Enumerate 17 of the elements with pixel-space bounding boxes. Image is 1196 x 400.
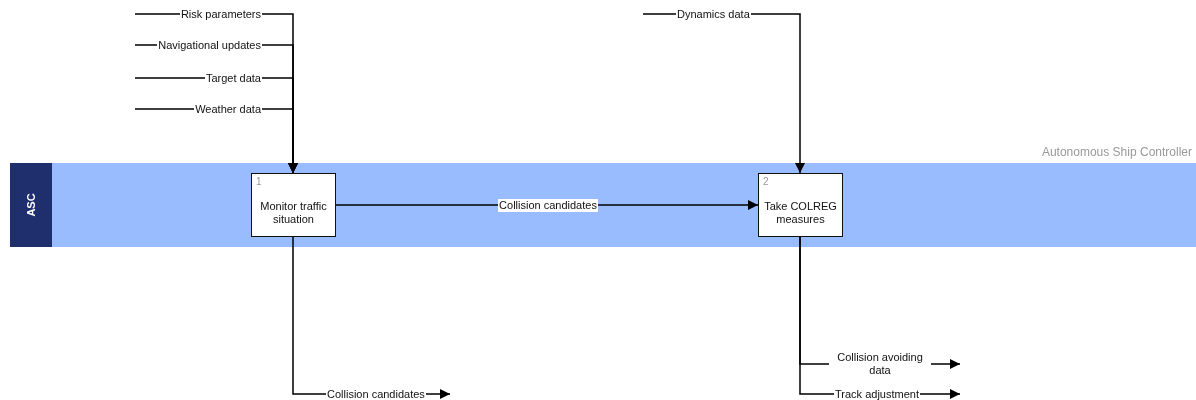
edge-label: Collision avoiding data — [829, 351, 931, 377]
lane-label: ASC — [25, 193, 37, 217]
step-number: 2 — [763, 176, 769, 187]
lane-title: Autonomous Ship Controller — [1041, 145, 1192, 159]
process-box — [251, 173, 336, 237]
edge-label: Navigational updates — [157, 38, 262, 52]
step-number: 1 — [256, 176, 262, 187]
edge-label: Dynamics data — [676, 7, 751, 21]
process-label: Take COLREG measures — [763, 200, 838, 226]
edge-label: Risk parameters — [179, 7, 262, 21]
edge-label: Target data — [204, 71, 262, 85]
process-box — [758, 173, 843, 237]
process-label: Monitor traffic situation — [259, 200, 328, 226]
edge-label: Track adjustment — [834, 387, 920, 400]
edge-label: Weather data — [194, 102, 262, 116]
edge-label: Collision candidates — [326, 387, 426, 400]
swimlane-band — [10, 163, 1196, 247]
